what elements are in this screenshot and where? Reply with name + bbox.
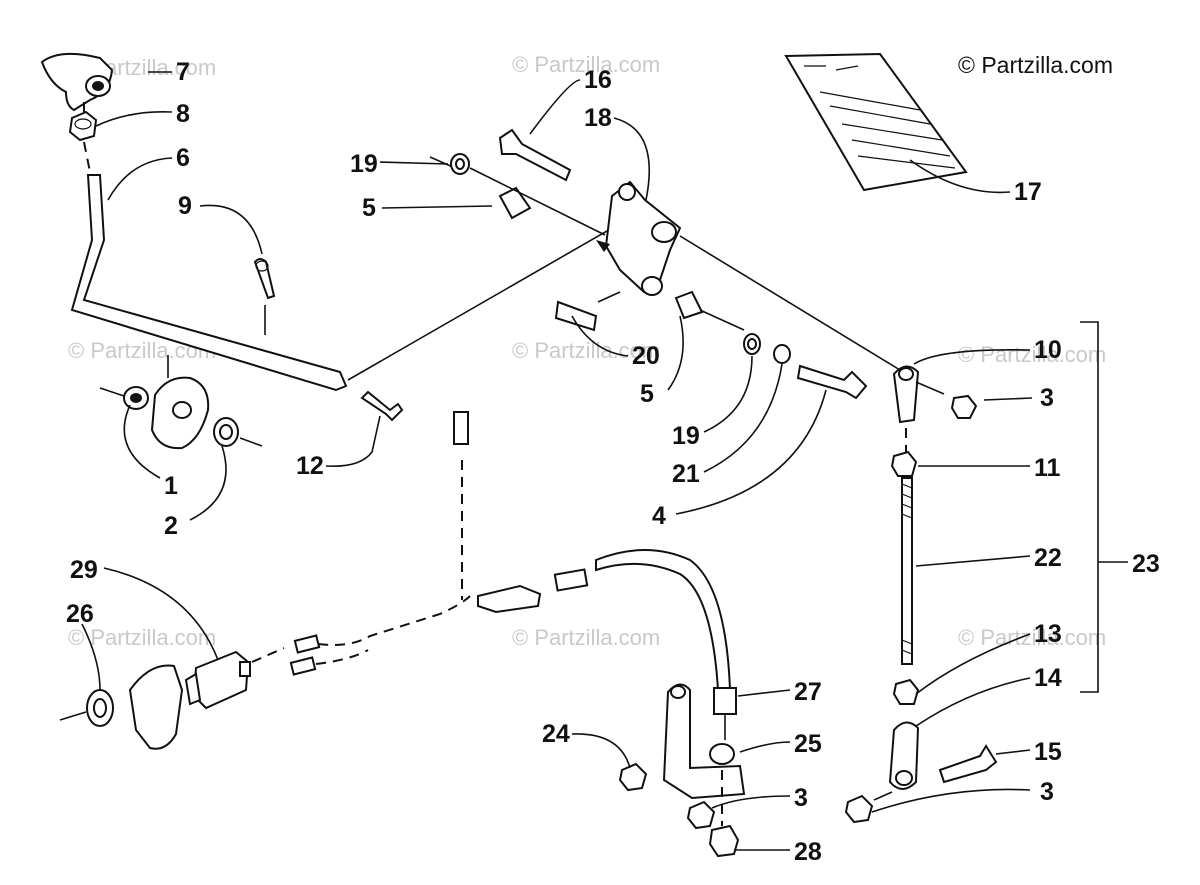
callout-14: 14 bbox=[1034, 664, 1062, 692]
callout-16: 16 bbox=[584, 66, 612, 94]
pivot-bushing-1 bbox=[123, 386, 149, 410]
watermark: © Partzilla.com bbox=[512, 52, 660, 77]
clevis-pin-12 bbox=[360, 390, 404, 422]
watermark: © Partzilla.com bbox=[958, 625, 1106, 650]
leader-lines bbox=[81, 71, 1033, 851]
callout-18: 18 bbox=[584, 104, 612, 132]
callout-24: 24 bbox=[542, 720, 570, 748]
callout-20: 20 bbox=[632, 342, 660, 370]
callout-19: 19 bbox=[350, 150, 378, 178]
callout-3: 3 bbox=[1040, 778, 1054, 806]
callout-26: 26 bbox=[66, 600, 94, 628]
washer-19a bbox=[450, 153, 470, 175]
callout-3: 3 bbox=[794, 784, 808, 812]
rod-end-10 bbox=[892, 365, 920, 424]
callout-6: 6 bbox=[176, 144, 190, 172]
switch-plate bbox=[128, 664, 184, 750]
callout-5: 5 bbox=[362, 194, 376, 222]
nut-26 bbox=[86, 689, 114, 727]
callout-7: 7 bbox=[176, 58, 190, 86]
callout-17: 17 bbox=[1014, 178, 1042, 206]
spacer-5b bbox=[674, 290, 704, 320]
callout-19: 19 bbox=[672, 422, 700, 450]
callout-11: 11 bbox=[1034, 454, 1061, 482]
shift-knob bbox=[40, 52, 114, 112]
watermark: © Partzilla.com bbox=[512, 338, 660, 363]
callout-29: 29 bbox=[70, 556, 98, 584]
washer-2 bbox=[213, 417, 239, 447]
wire-terminal-top bbox=[453, 411, 469, 445]
callout-12: 12 bbox=[296, 452, 324, 480]
callout-4: 4 bbox=[652, 502, 666, 530]
cap-nut-28 bbox=[708, 824, 740, 858]
watermark: © Partzilla.com bbox=[512, 625, 660, 650]
callout-9: 9 bbox=[178, 192, 192, 220]
callout-2: 2 bbox=[164, 512, 178, 540]
bell-crank bbox=[596, 180, 682, 296]
callout-22: 22 bbox=[1034, 544, 1062, 572]
nut-3c bbox=[686, 800, 716, 830]
threaded-rod-22 bbox=[901, 477, 913, 665]
jam-nut-13 bbox=[892, 678, 920, 705]
bolt-4 bbox=[796, 364, 868, 400]
callout-23: 23 bbox=[1132, 550, 1160, 578]
callout-8: 8 bbox=[176, 100, 190, 128]
switch-bracket-25 bbox=[662, 683, 746, 800]
watermark: © Partzilla.com bbox=[958, 342, 1106, 367]
decal-17 bbox=[784, 52, 968, 192]
bolt-15 bbox=[938, 744, 998, 784]
callout-5: 5 bbox=[640, 380, 654, 408]
callout-15: 15 bbox=[1034, 738, 1062, 766]
cotter-pin bbox=[253, 258, 276, 300]
neutral-switch-29 bbox=[184, 650, 251, 710]
callout-27: 27 bbox=[794, 678, 822, 706]
wire-connector-left bbox=[289, 634, 321, 676]
shift-lever-rod bbox=[70, 174, 348, 392]
callout-25: 25 bbox=[794, 730, 822, 758]
callout-21: 21 bbox=[672, 460, 700, 488]
nut-24 bbox=[618, 762, 648, 792]
wire-connector-mid bbox=[477, 568, 589, 614]
pivot-plate bbox=[150, 376, 210, 450]
callout-28: 28 bbox=[794, 838, 822, 866]
nut-3a bbox=[950, 394, 978, 419]
callout-3: 3 bbox=[1040, 384, 1054, 412]
callout-labels: 7 8 6 9 1 2 12 16 18 19 5 20 5 19 21 4 1… bbox=[66, 58, 1160, 866]
spacer-5a bbox=[498, 186, 532, 220]
callout-13: 13 bbox=[1034, 620, 1062, 648]
copyright-notice: © Partzilla.com bbox=[958, 52, 1113, 78]
callout-10: 10 bbox=[1034, 336, 1062, 364]
pin-20 bbox=[554, 300, 598, 332]
lock-washer-21 bbox=[773, 344, 791, 364]
washer-19b bbox=[743, 333, 761, 355]
bolt-16 bbox=[498, 128, 572, 182]
watermark: © Partzilla.com bbox=[68, 625, 216, 650]
cable-end-27 bbox=[713, 687, 737, 740]
nut-3b bbox=[844, 794, 874, 824]
callout-1: 1 bbox=[164, 472, 178, 500]
rod-end-14 bbox=[888, 721, 920, 790]
jam-nut-8 bbox=[68, 110, 98, 142]
jam-nut-11 bbox=[890, 450, 918, 477]
